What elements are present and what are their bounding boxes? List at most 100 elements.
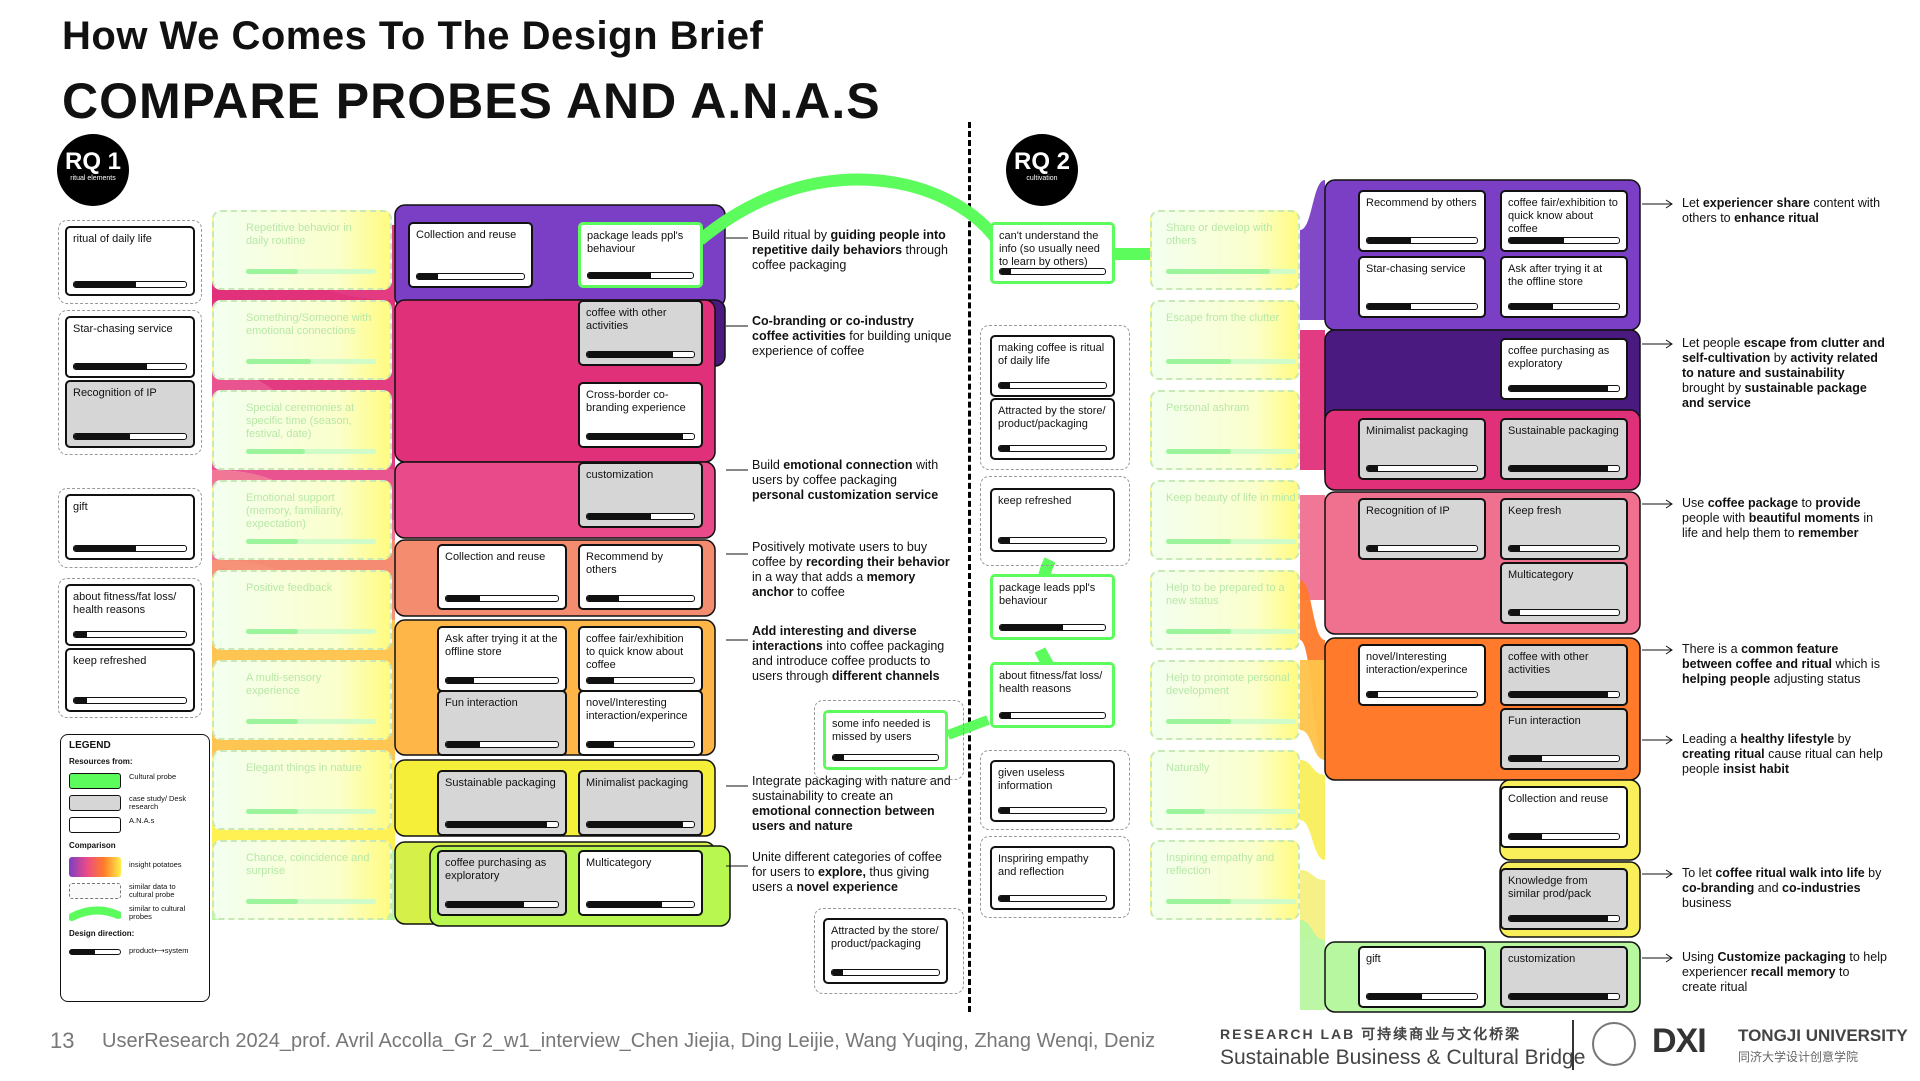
similar-insight-ghost: Help to promote personal development [1150,660,1300,740]
legend-label-case: case study/ Desk research [129,794,187,811]
green-link-top [696,173,1006,249]
flow-band-develop [1300,660,1325,760]
insight-card-label: Multicategory [586,857,652,869]
similar-insight-ghost: Elegant things in nature [212,750,392,830]
insight-card-label: Attracted by the store/ product/packagin… [831,925,939,950]
insight-card-label: Recognition of IP [73,387,157,399]
insight-card: Recognition of IP [1358,498,1486,560]
legend-label-similar-data: similar data to cultural probe [129,882,176,899]
legend-row-similar-data: similar data to cultural probe [69,881,201,903]
product-system-bar-fill [1367,238,1411,243]
similar-insight-bar [246,539,376,544]
similar-insight-label: A multi-sensory experience [246,672,322,697]
similar-insight-label: Emotional support (memory, familiarity, … [246,492,344,530]
similar-insight-ghost: Escape from the clutter [1150,300,1300,380]
similar-insight-label: Positive feedback [246,582,333,594]
product-system-bar-fill [999,896,1010,901]
product-system-bar-fill [1000,625,1063,630]
insight-card: Recommend by others [1358,190,1486,252]
product-system-bar-fill [1509,238,1564,243]
similar-insight-bar [246,809,376,814]
arrow-right-icon [1642,735,1673,745]
left-group-dashed-1 [58,220,202,304]
similar-insight-bar-fill [246,269,298,274]
legend-swatch-similar-data [69,883,121,899]
page-number: 13 [50,1028,75,1053]
center-group-dashed-1 [980,325,1130,470]
insight-card: Ask after trying it at the offline store [437,626,567,692]
arrow-right-icon [1642,953,1673,963]
similar-insight-bar-fill [246,719,298,724]
product-system-bar [445,821,559,828]
product-system-bar [1366,993,1478,1000]
product-system-bar [586,901,695,908]
similar-insight-ghost: Chance, coincidence and surprise [212,840,392,920]
product-system-bar-fill [1509,304,1553,309]
insight-card-label: Ask after trying it at the offline store [1508,263,1603,288]
flow-band-escape [1300,330,1325,470]
similar-insight-bar [1166,359,1296,364]
product-system-bar [587,272,694,279]
similar-insight-bar [1166,269,1296,274]
insight-card-label: gift [73,501,88,513]
design-direction-text: There is a common feature between coffee… [1682,642,1880,686]
insight-card: about fitness/fat loss/ health reasons [990,662,1115,728]
insight-card: Keep fresh [1500,498,1628,560]
product-system-bar [445,901,559,908]
similar-insight-bar-fill [1166,629,1231,634]
insight-card: coffee purchasing as exploratory [1500,338,1628,400]
green-link-missed [946,715,990,740]
similar-insight-ghost: Share or develop with others [1150,210,1300,290]
similar-insight-label: Repetitive behavior in daily routine [246,222,352,247]
product-system-bar-fill [1367,994,1422,999]
similar-insight-bar-fill [1166,809,1205,814]
similar-insight-label: Inspiring empathy and reflection [1166,852,1275,877]
similar-insight-ghost: Help to be prepared to a new status [1150,570,1300,650]
product-system-bar-fill [1509,546,1520,551]
product-system-bar-fill [587,352,673,357]
insight-card-label: Collection and reuse [416,229,517,241]
similar-insight-bar-fill [246,899,298,904]
insight-card: Collection and reuse [408,222,533,288]
product-system-bar [1508,833,1620,840]
dxi-logo: DXI [1652,1022,1707,1060]
product-system-bar [445,595,559,602]
insight-card-label: ritual of daily life [73,233,152,245]
product-system-bar [831,969,940,976]
insight-card-label: Fun interaction [1508,715,1581,727]
similar-insight-bar-fill [1166,359,1231,364]
center-group-dashed-5 [980,836,1130,918]
product-system-bar-fill [1367,304,1411,309]
similar-insight-ghost: Naturally [1150,750,1300,830]
product-system-bar [73,433,187,440]
insight-card: customization [1500,946,1628,1008]
insight-card-label: gift [1366,953,1381,965]
similar-insight-bar-fill [1166,449,1231,454]
product-system-bar [998,382,1107,389]
product-system-bar-fill [587,596,620,601]
product-system-bar-fill [74,546,136,551]
product-system-bar-fill [417,274,439,279]
insight-card: making coffee is ritual of daily life [990,335,1115,397]
insight-card: Recognition of IP [65,380,195,448]
similar-insight-ghost: Special ceremonies at specific time (sea… [212,390,392,470]
legend-row-similar-probes: similar to cultural probes [69,903,201,925]
product-system-bar [73,281,187,288]
insight-card-label: some info needed is missed by users [832,718,931,743]
similar-insight-bar [1166,899,1296,904]
product-system-bar [73,631,187,638]
similar-insight-ghost: Something/Someone with emotional connect… [212,300,392,380]
similar-insight-bar-fill [1166,269,1270,274]
insight-card-label: novel/Interesting interaction/experince [1366,651,1468,676]
similar-insight-bar [1166,629,1296,634]
flow-band-naturally [1300,760,1325,860]
similar-insight-bar [1166,449,1296,454]
flow-band-beauty [1300,495,1325,600]
product-system-bar-fill [1367,546,1378,551]
insight-card-label: customization [586,469,654,481]
product-system-bar-fill [999,808,1010,813]
legend: LEGEND Resources from: Cultural probe ca… [60,734,210,1002]
product-system-bar [586,513,695,520]
product-system-bar-fill [74,632,88,637]
design-direction-text: Using Customize packaging to help experi… [1682,950,1887,994]
